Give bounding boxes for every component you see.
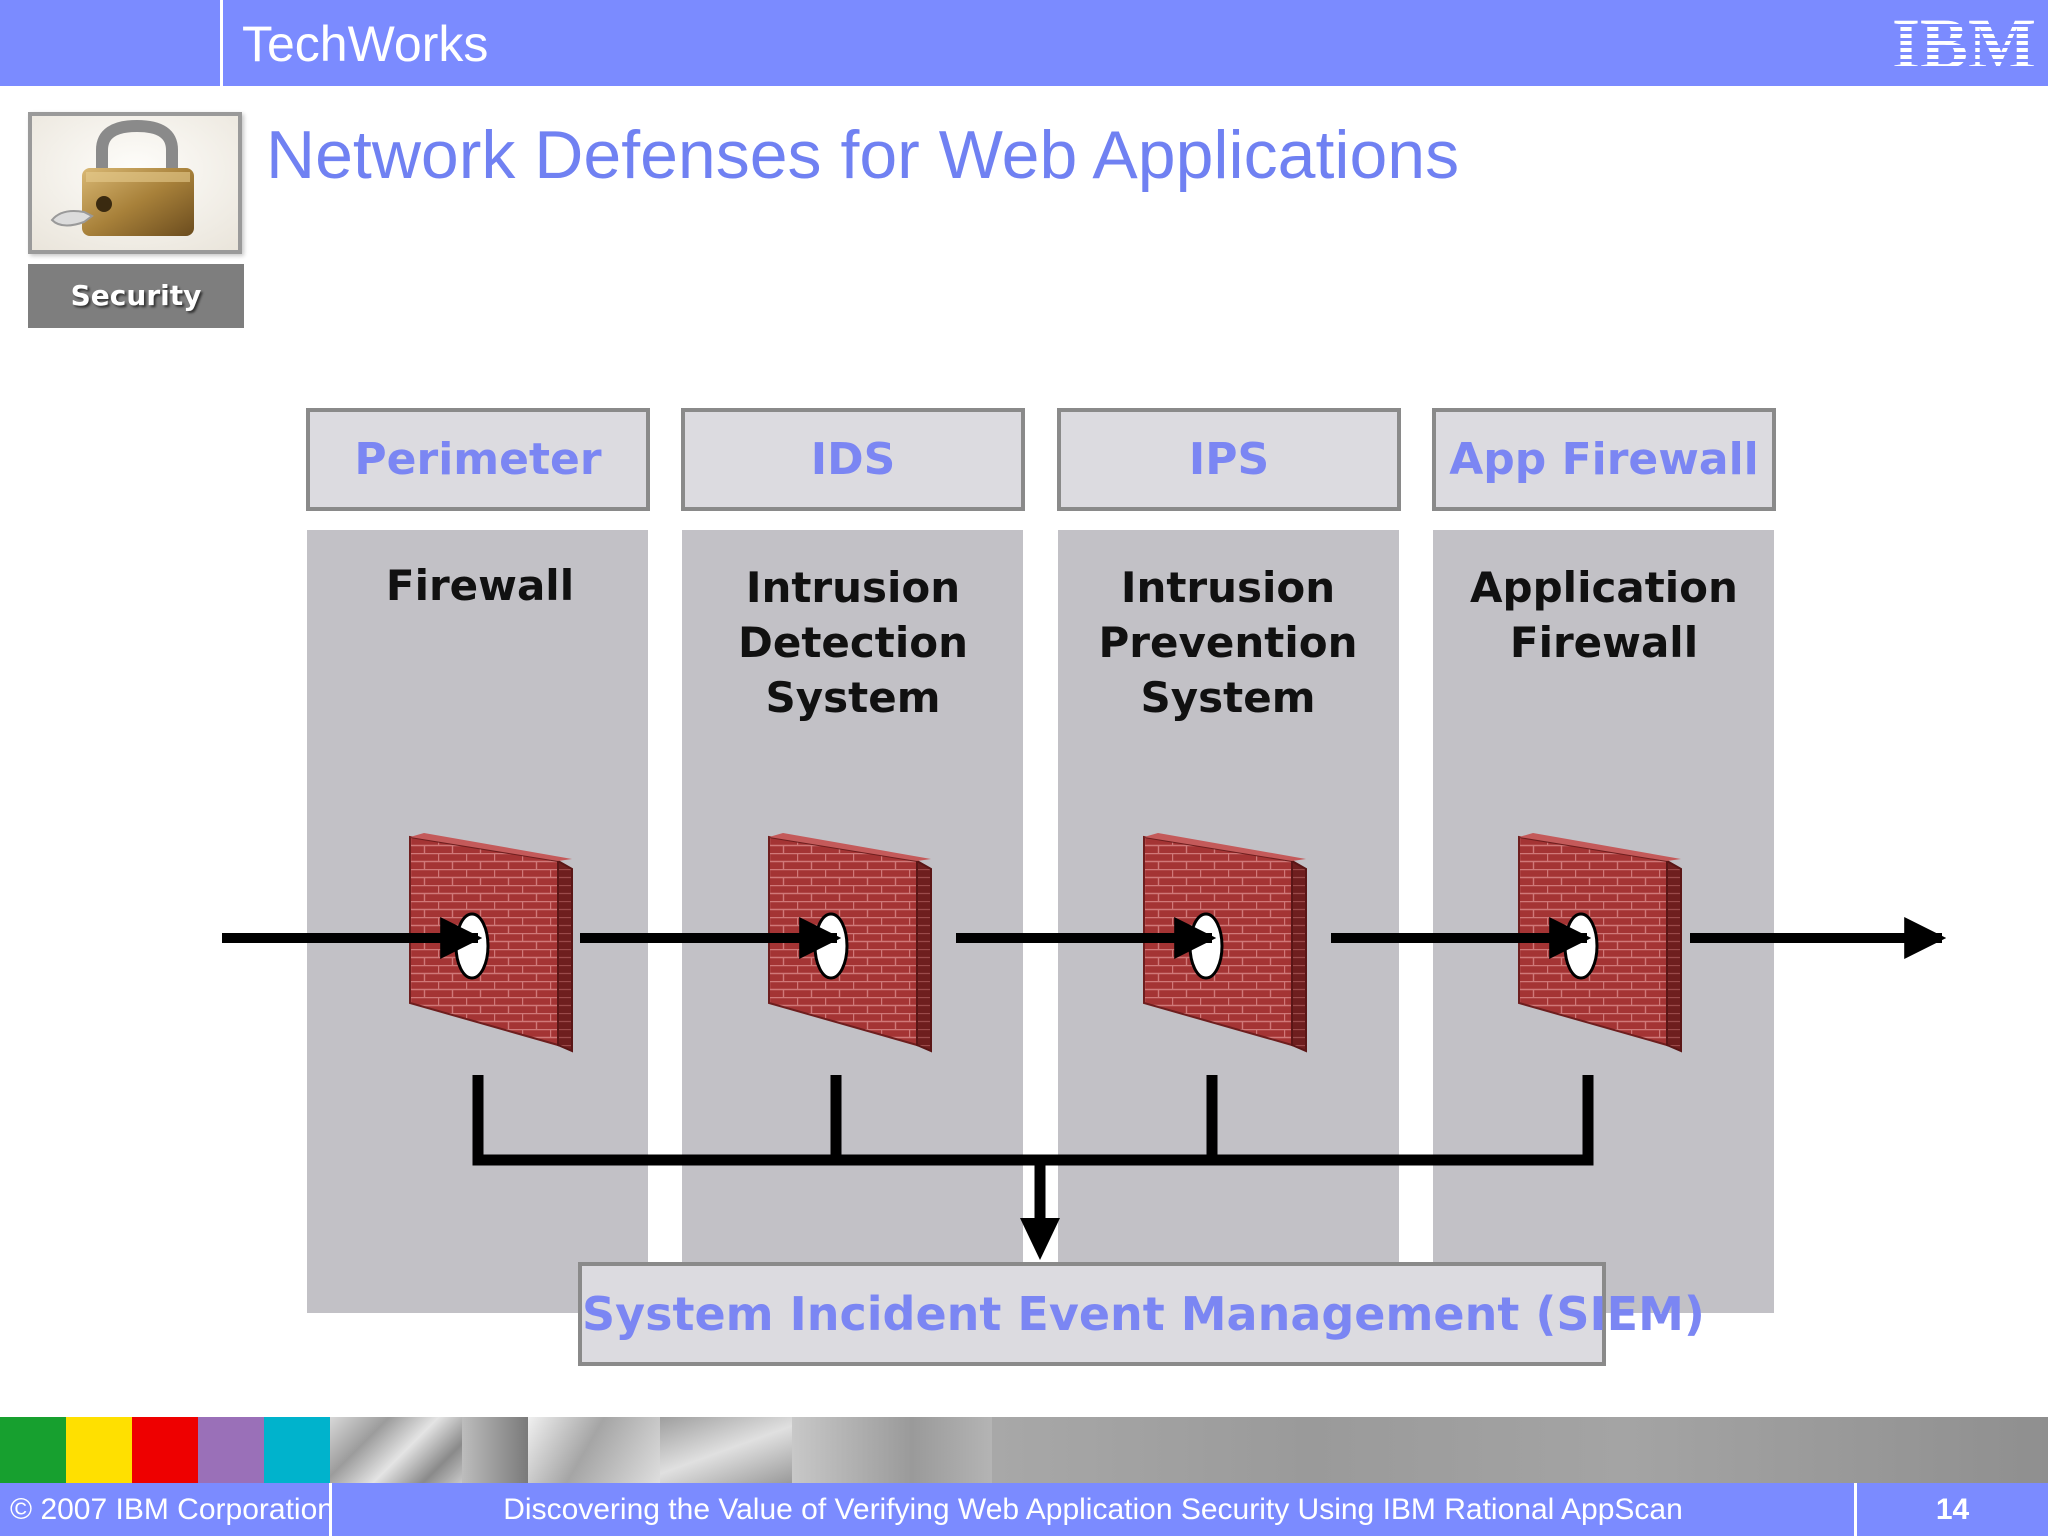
thumbnail-label: Security — [28, 264, 244, 328]
column-description-ips: Intrusion Prevention System — [1098, 563, 1358, 722]
page-number: 14 — [1935, 1493, 1970, 1526]
siem-box: System Incident Event Management (SIEM) — [578, 1262, 1705, 1366]
header-divider — [220, 0, 223, 86]
photo-tile — [992, 1417, 2048, 1483]
purple-swatch — [198, 1417, 264, 1483]
image-strip — [0, 1417, 2048, 1483]
padlock-icon — [32, 116, 238, 250]
column-header-perimeter: Perimeter — [306, 408, 650, 511]
column-description-app-firewall: Application Firewall — [1470, 563, 1738, 667]
column-description-perimeter: Firewall — [385, 561, 575, 610]
column-header-app-firewall: App Firewall — [1432, 408, 1776, 511]
slide-title: Network Defenses for Web Applications — [266, 117, 1460, 193]
photo-tile — [792, 1417, 992, 1483]
siem-arrowhead — [1020, 1218, 1060, 1260]
footer-divider — [329, 1483, 332, 1536]
security-thumbnail — [28, 112, 242, 254]
brand-title: TechWorks — [242, 16, 489, 72]
siem-connector — [472, 1075, 1594, 1240]
yellow-swatch — [66, 1417, 132, 1483]
photo-tile — [660, 1417, 792, 1483]
photo-tile — [528, 1417, 660, 1483]
cyan-swatch — [264, 1417, 330, 1483]
svg-text:IBM: IBM — [1892, 12, 2036, 72]
column-header-ids: IDS — [681, 408, 1025, 511]
footer-divider — [1854, 1483, 1857, 1536]
footer-bar: © 2007 IBM Corporation Discovering the V… — [0, 1483, 2048, 1536]
photo-tile — [462, 1417, 528, 1483]
red-swatch — [132, 1417, 198, 1483]
photo-tile — [330, 1417, 462, 1483]
column-header-ips: IPS — [1057, 408, 1401, 511]
ibm-logo: IBM — [1892, 12, 2036, 72]
green-swatch — [0, 1417, 66, 1483]
copyright-text: © 2007 IBM Corporation — [10, 1493, 334, 1526]
header-bar — [0, 0, 2048, 86]
presentation-title: Discovering the Value of Verifying Web A… — [503, 1493, 1683, 1526]
column-description-ids: Intrusion Detection System — [737, 563, 969, 722]
